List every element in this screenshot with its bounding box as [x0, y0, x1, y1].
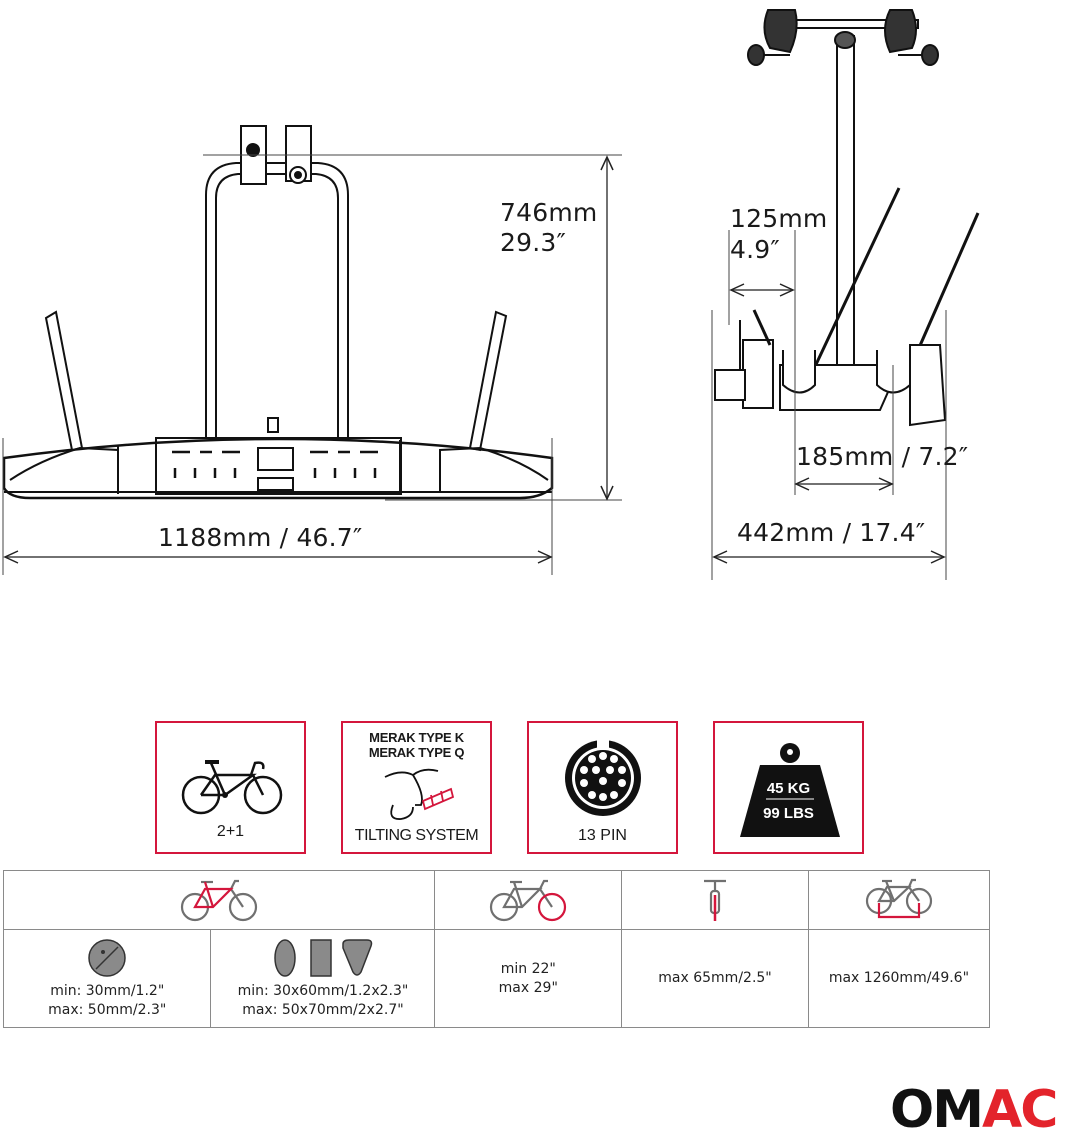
bike-frame-highlight-icon [181, 879, 258, 922]
wheel-size-cell: min 22" max 29" [434, 929, 623, 1028]
feature-13-pin: 13 PIN [527, 721, 678, 854]
logo-part-ac: AC [981, 1080, 1058, 1140]
tire-header-cell [621, 870, 809, 930]
feature-caption: 13 PIN [578, 827, 627, 844]
wheel-header-cell [434, 870, 623, 930]
13-pin-plug-icon [562, 737, 644, 819]
tire-width-value: max 65mm/2.5" [658, 970, 772, 986]
feature-max-load: 45 KG 99 LBS [713, 721, 864, 854]
round-tube-icon [88, 938, 126, 977]
feature-tilting-system: MERAK TYPE K MERAK TYPE Q TILTING SYSTEM [341, 721, 492, 854]
round-frame-cell: min: 30mm/1.2" max: 50mm/2.3" [2, 929, 212, 1028]
feature-caption: TILTING SYSTEM [354, 827, 479, 844]
feature-line2: MERAK TYPE Q [368, 745, 465, 760]
offset-in-label: 4.9″ [730, 235, 780, 264]
side-view-drawing [700, 0, 1080, 590]
feature-caption: 2+1 [216, 823, 245, 840]
width-label: 1188mm / 46.7″ [158, 523, 363, 552]
spec-values-row: min: 30mm/1.2" max: 50mm/2.3" min: 30x60… [2, 929, 991, 1028]
height-in-label: 29.3″ [500, 228, 567, 257]
wheel-spacing-label: 185mm / 7.2″ [796, 442, 969, 471]
omac-logo: OMAC [890, 1080, 1058, 1140]
depth-label: 442mm / 17.4″ [737, 518, 926, 547]
logo-part-om: OM [890, 1080, 984, 1140]
feature-bike-capacity: 2+1 [155, 721, 306, 854]
tire-width-icon [704, 879, 727, 921]
frame-header-cell [2, 870, 436, 930]
weight-icon [738, 741, 842, 841]
front-view-drawing [0, 110, 640, 590]
bicycle-icon [181, 755, 283, 817]
feature-line1: MERAK TYPE K [369, 730, 464, 745]
round-frame-max: max: 50mm/2.3" [48, 1001, 167, 1018]
wheelbase-header-cell [807, 870, 991, 930]
wheel-size-min: min 22" [500, 960, 556, 977]
wheelbase-icon [865, 878, 933, 919]
wheelbase-value: max 1260mm/49.6" [828, 970, 970, 986]
shaped-frame-max: max: 50x70mm/2x2.7" [242, 1001, 404, 1018]
weight-kg: 45 KG [766, 780, 811, 797]
tilting-hitch-icon [383, 765, 463, 823]
wheel-size-max: max 29" [498, 979, 558, 996]
bike-wheel-highlight-icon [490, 879, 567, 922]
round-frame-min: min: 30mm/1.2" [50, 982, 165, 999]
height-mm-label: 746mm [500, 198, 598, 227]
shaped-frame-cell: min: 30x60mm/1.2x2.3" max: 50x70mm/2x2.7… [210, 929, 436, 1028]
shaped-tube-icons [274, 938, 373, 977]
wheelbase-cell: max 1260mm/49.6" [807, 929, 991, 1028]
shaped-frame-min: min: 30x60mm/1.2x2.3" [237, 982, 409, 999]
spec-table: min: 30mm/1.2" max: 50mm/2.3" min: 30x60… [2, 870, 991, 1028]
offset-mm-label: 125mm [730, 204, 828, 233]
tire-width-cell: max 65mm/2.5" [621, 929, 809, 1028]
spec-header-row [2, 870, 991, 930]
weight-lbs: 99 LBS [763, 805, 814, 822]
